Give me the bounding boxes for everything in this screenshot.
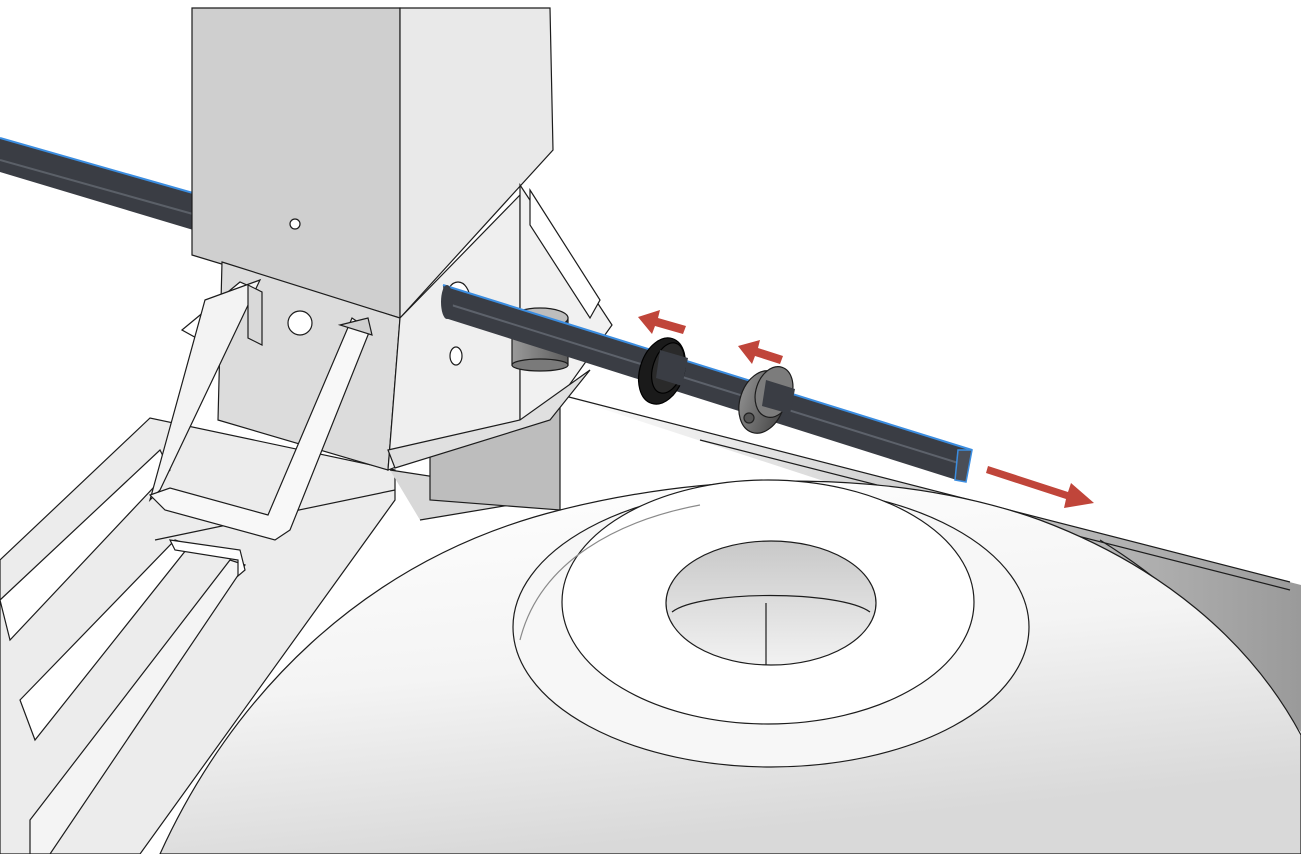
shaft-left-segment [0,137,201,232]
shaft [441,284,973,483]
shaft-collar [738,366,795,434]
u-clip [148,278,373,578]
base-ring [512,479,1030,768]
washer-slide-arrow [638,310,686,334]
rubber-washer [637,337,688,405]
collar-slide-arrow [738,340,783,364]
bracket-post [191,7,554,471]
shaft-pull-arrow [986,466,1094,508]
